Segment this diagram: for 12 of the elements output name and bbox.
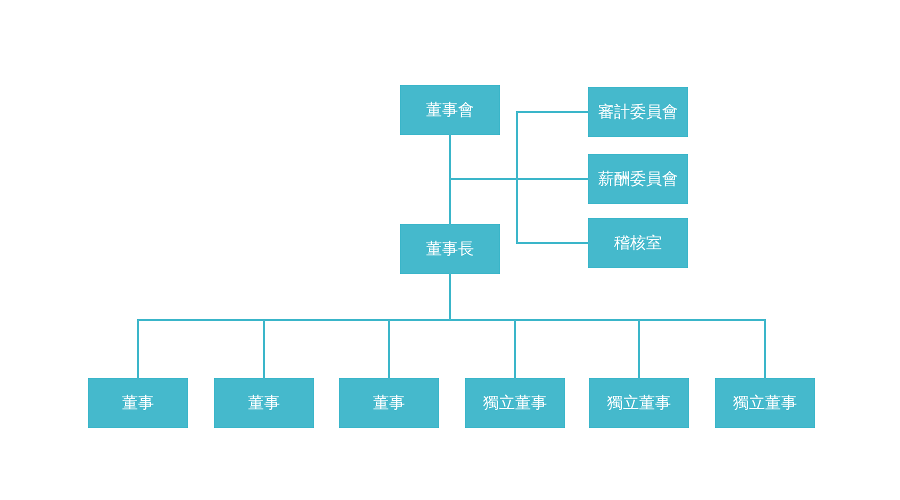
org-box: 獨立董事 — [465, 378, 565, 428]
org-box: 董事 — [339, 378, 439, 428]
org-box: 董事 — [88, 378, 188, 428]
connector-line — [449, 274, 766, 378]
org-box: 稽核室 — [588, 218, 688, 268]
org-box: 獨立董事 — [715, 378, 815, 428]
org-box: 獨立董事 — [589, 378, 689, 428]
org-box: 薪酬委員會 — [588, 154, 688, 204]
org-box: 審計委員會 — [588, 87, 688, 137]
org-box: 董事會 — [400, 85, 500, 135]
org-box: 董事 — [214, 378, 314, 428]
org-box: 董事長 — [400, 224, 500, 274]
